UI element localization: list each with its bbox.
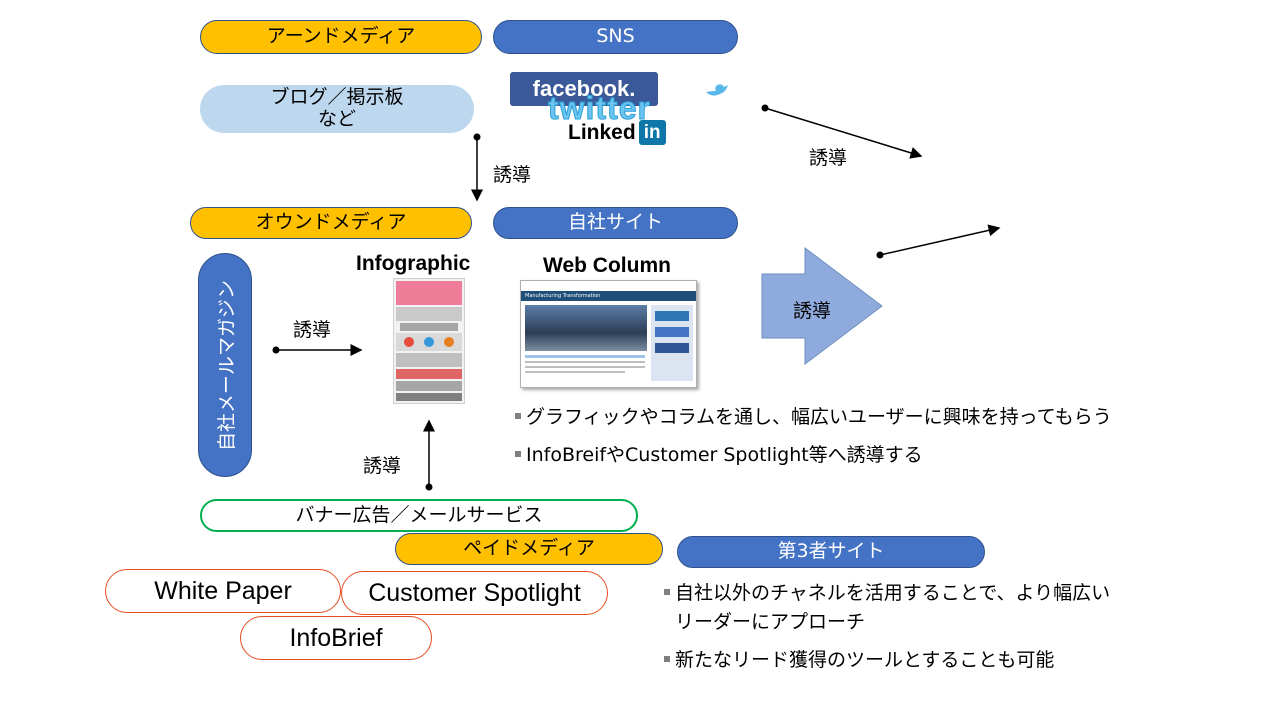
sns-label: SNS (493, 20, 738, 54)
owned-bullet-2-text: InfoBreifやCustomer Spotlight等へ誘導する (526, 444, 923, 466)
arrow-mail-to-infographic (272, 344, 363, 356)
guide-label-blog-to-owned: 誘導 (493, 164, 532, 186)
customer-spotlight-asset: Customer Spotlight (341, 571, 608, 615)
blog-bbs-label: ブログ／掲示板 など (200, 85, 474, 133)
owned-media-label: オウンドメディア (190, 207, 472, 239)
owned-bullet-1: グラフィックやコラムを通し、幅広いユーザーに興味を持ってもらう (515, 402, 1112, 429)
facebook-logo: facebook. (510, 72, 658, 106)
guide-label-banner-to-infographic: 誘導 (363, 455, 402, 477)
linkedin-badge: in (638, 120, 666, 145)
infobrief-asset: InfoBrief (240, 616, 432, 660)
web-column-thumbnail: Manufacturing Transformation (520, 280, 697, 388)
sns-logos: facebook. twitter Linked in (508, 70, 733, 150)
owned-bullet-2: InfoBreifやCustomer Spotlight等へ誘導する (515, 440, 923, 467)
linkedin-text: Linked (568, 120, 636, 144)
infographic-title: Infographic (356, 252, 471, 275)
earned-media-label: アーンドメディア (200, 20, 482, 54)
guide-label-block-arrow: 誘導 (793, 300, 832, 322)
paid-bullet-2-text: 新たなリード獲得のツールとすることも可能 (675, 649, 1055, 671)
infographic-thumbnail (393, 278, 465, 404)
white-paper-asset: White Paper (105, 569, 341, 613)
mail-magazine-label: 自社メールマガジン (198, 253, 252, 477)
linkedin-logo: Linked in (568, 120, 666, 145)
paid-bullet-2: 新たなリード獲得のツールとすることも可能 (664, 645, 1054, 672)
web-column-header: Manufacturing Transformation (521, 291, 696, 301)
blog-bbs-line1: ブログ／掲示板 (270, 86, 404, 109)
twitter-logo: twitter (548, 90, 651, 127)
arrow-banner-to-infographic (423, 419, 435, 491)
owned-bullet-1-text: グラフィックやコラムを通し、幅広いユーザーに興味を持ってもらう (526, 406, 1112, 428)
paid-bullet-1-cont-text: リーダーにアプローチ (675, 611, 866, 633)
paid-bullet-1-text: 自社以外のチャネルを活用することで、より幅広い (675, 582, 1111, 604)
web-column-title: Web Column (543, 254, 671, 277)
bullet-square-icon (664, 655, 670, 662)
paid-bullet-1: 自社以外のチャネルを活用することで、より幅広い (664, 578, 1110, 605)
guide-label-mail-to-infographic: 誘導 (293, 319, 332, 341)
arrow-blog-to-owned (471, 133, 483, 202)
paid-media-label: ペイドメディア (395, 533, 663, 565)
paid-bullet-1-cont: リーダーにアプローチ (675, 607, 865, 634)
bullet-square-icon (515, 450, 521, 457)
bullet-square-icon (664, 588, 670, 595)
blog-bbs-line2: など (317, 108, 356, 130)
bullet-square-icon (515, 412, 521, 419)
third-party-site-label: 第3者サイト (677, 536, 985, 568)
banner-mail-service-label: バナー広告／メールサービス (200, 499, 638, 532)
twitter-bird-icon (706, 84, 728, 96)
mail-magazine-text: 自社メールマガジン (215, 279, 238, 451)
guide-label-sns-to-right: 誘導 (809, 147, 848, 169)
own-site-label: 自社サイト (493, 207, 738, 239)
arrow-blockarrow-to-right (876, 224, 1001, 259)
